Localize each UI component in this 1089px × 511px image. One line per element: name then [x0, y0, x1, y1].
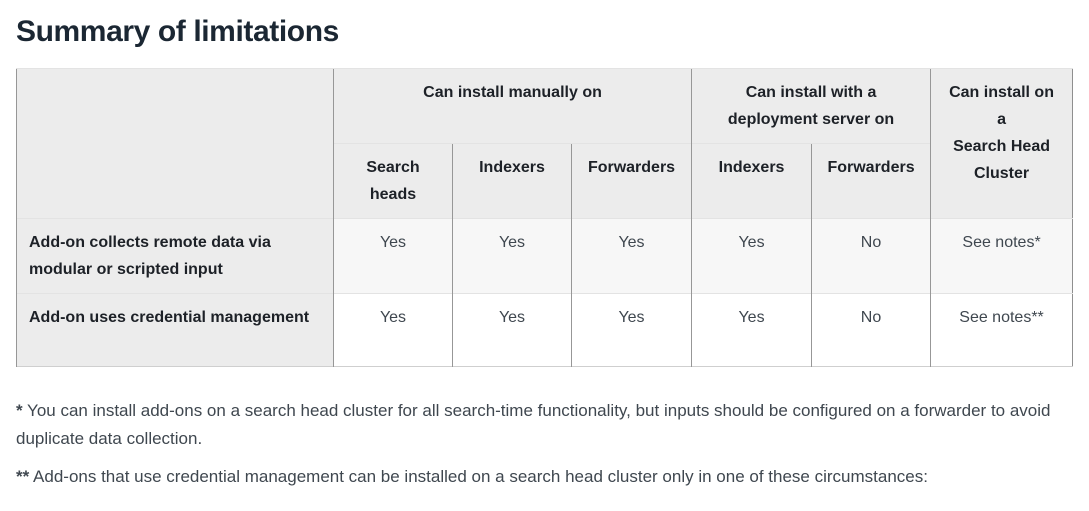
cell-value-see-notes: See notes**: [930, 293, 1073, 367]
cell-value: Yes: [691, 293, 812, 367]
cell-value: Yes: [691, 218, 812, 294]
footnote-text: You can install add-ons on a search head…: [16, 401, 1051, 448]
column-header-search-heads: Search heads: [333, 143, 453, 219]
column-header-indexers-manual: Indexers: [452, 143, 572, 219]
table-corner-cell: [16, 68, 334, 219]
cell-value: No: [811, 218, 931, 294]
cell-value: Yes: [452, 218, 572, 294]
cell-value-see-notes: See notes*: [930, 218, 1073, 294]
table-row: Add-on collects remote data via modular …: [16, 218, 1073, 294]
row-label-credential-management: Add-on uses credential management: [16, 293, 334, 367]
limitations-table: Can install manually on Can install with…: [16, 68, 1074, 367]
cell-value: Yes: [452, 293, 572, 367]
footnote-marker: *: [16, 401, 23, 420]
column-group-deployment-server: Can install with a deployment server on: [691, 68, 931, 144]
footnote-text: Add-ons that use credential management c…: [33, 467, 928, 486]
header-sub-row: Search heads Indexers Forwarders Indexer…: [17, 143, 1073, 219]
footnote-double-asterisk: ** Add-ons that use credential managemen…: [16, 463, 1074, 491]
table-row: Add-on uses credential management Yes Ye…: [16, 293, 1073, 367]
column-header-forwarders-manual: Forwarders: [570, 143, 692, 219]
cell-value: No: [811, 293, 931, 367]
row-label-modular-input: Add-on collects remote data via modular …: [16, 218, 334, 294]
column-group-install-manually: Can install manually on: [332, 68, 692, 144]
column-header-indexers-deployment: Indexers: [691, 143, 812, 219]
footnote-marker: **: [16, 467, 30, 486]
column-group-search-head-cluster: Can install on a Search Head Cluster: [930, 68, 1073, 219]
page-title: Summary of limitations: [16, 15, 339, 48]
header-group-row: Can install manually on Can install with…: [16, 68, 1073, 219]
cell-value: Yes: [333, 218, 453, 294]
cell-value: Yes: [570, 218, 692, 294]
cell-value: Yes: [570, 293, 692, 367]
footnotes-section: * You can install add-ons on a search he…: [16, 397, 1074, 491]
footnote-single-asterisk: * You can install add-ons on a search he…: [16, 397, 1074, 453]
column-header-forwarders-deployment: Forwarders: [811, 143, 931, 219]
cell-value: Yes: [333, 293, 453, 367]
